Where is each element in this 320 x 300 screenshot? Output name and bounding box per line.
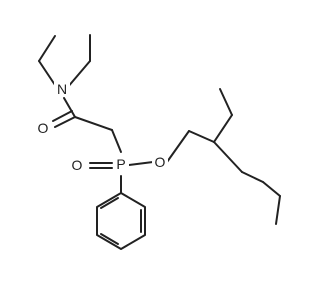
bond-o-ch2 bbox=[166, 130, 190, 163]
bond-ethyl-left-ch3 bbox=[38, 35, 56, 62]
bond-carbonyl-double-b bbox=[52, 110, 73, 122]
phenyl-inner-double-b bbox=[100, 233, 119, 245]
nitrogen-label-bg bbox=[54, 81, 70, 97]
bond-butyl-c3 bbox=[262, 181, 281, 197]
bond-n-carbonyl bbox=[63, 97, 76, 118]
atom-labels: N O O P O bbox=[35, 81, 168, 173]
carbonyl-oxygen-label-bg bbox=[35, 120, 51, 136]
phenyl-ring bbox=[96, 192, 146, 250]
phosphoryl-oxygen-label-bg bbox=[69, 157, 85, 173]
ester-oxygen-atom-label: O bbox=[155, 154, 166, 170]
carbonyl-oxygen-atom-label: O bbox=[38, 120, 49, 136]
ester-oxygen-label-bg bbox=[152, 154, 168, 170]
phosphorus-label-bg bbox=[113, 156, 129, 172]
bond-carbonyl-alpha bbox=[74, 116, 113, 131]
bond-carbonyl-double-a bbox=[54, 116, 76, 128]
nitrogen-atom-label: N bbox=[57, 81, 67, 97]
bond-alpha-p bbox=[111, 129, 122, 153]
molecule-drawing: N O O P O bbox=[35, 34, 281, 250]
structure-canvas: N O O P O bbox=[35, 34, 281, 250]
bond-n-ethyl-right-ch2 bbox=[66, 60, 91, 89]
bond-group bbox=[38, 34, 281, 250]
phosphoryl-oxygen-atom-label: O bbox=[72, 157, 83, 173]
bond-p-ester-o bbox=[128, 161, 154, 166]
bond-branch-ethyl-ch3 bbox=[219, 88, 233, 116]
bond-butyl-c4 bbox=[275, 195, 281, 225]
phosphorus-atom-label: P bbox=[116, 156, 125, 172]
bond-butyl-c2 bbox=[241, 171, 264, 183]
bond-branch-ethyl-ch2 bbox=[213, 114, 233, 143]
phenyl-inner-double-c bbox=[100, 197, 119, 209]
bond-ch2-ch bbox=[188, 130, 215, 143]
bond-butyl-c1 bbox=[213, 141, 243, 173]
